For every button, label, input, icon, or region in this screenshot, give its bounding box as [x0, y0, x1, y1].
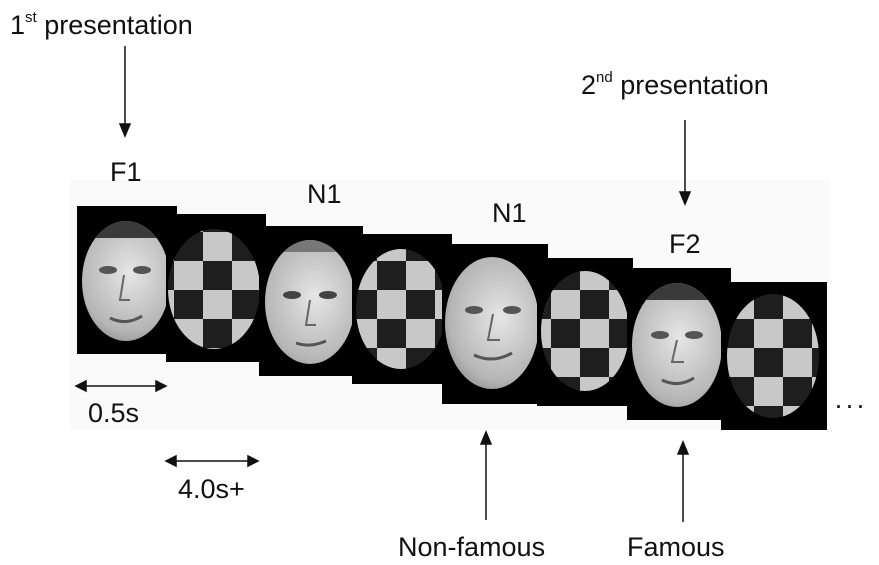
checkerboard-mask-4	[721, 282, 827, 430]
frame-label-n1-second: N1	[492, 198, 527, 228]
face-frame-n1-first	[259, 226, 363, 376]
arrow-non-famous	[479, 430, 493, 520]
timing-label-stimulus: 0.5s	[88, 398, 140, 428]
frame-label-n1-first: N1	[307, 179, 342, 209]
continuation-ellipsis: ···	[834, 390, 867, 420]
arrow-first-presentation	[118, 46, 132, 138]
famous-label: Famous	[627, 532, 725, 562]
checkerboard-mask-3	[537, 258, 633, 406]
arrow-second-presentation	[678, 120, 692, 206]
arrow-famous	[676, 440, 690, 522]
timing-arrow-stimulus	[74, 379, 168, 393]
timing-label-isi: 4.0s+	[178, 474, 245, 504]
non-famous-label: Non-famous	[398, 532, 546, 562]
face-frame-f1	[77, 206, 177, 354]
checkerboard-mask-1	[166, 214, 266, 362]
face-frame-n1-second	[442, 244, 548, 404]
face-frame-f2	[627, 268, 731, 420]
checkerboard-mask-2	[352, 234, 452, 384]
first-presentation-label: 1st presentation	[10, 9, 193, 40]
frame-label-f2: F2	[669, 229, 701, 259]
second-presentation-label: 2nd presentation	[581, 69, 769, 100]
timing-arrow-isi	[164, 454, 260, 468]
frame-label-f1: F1	[110, 157, 142, 187]
